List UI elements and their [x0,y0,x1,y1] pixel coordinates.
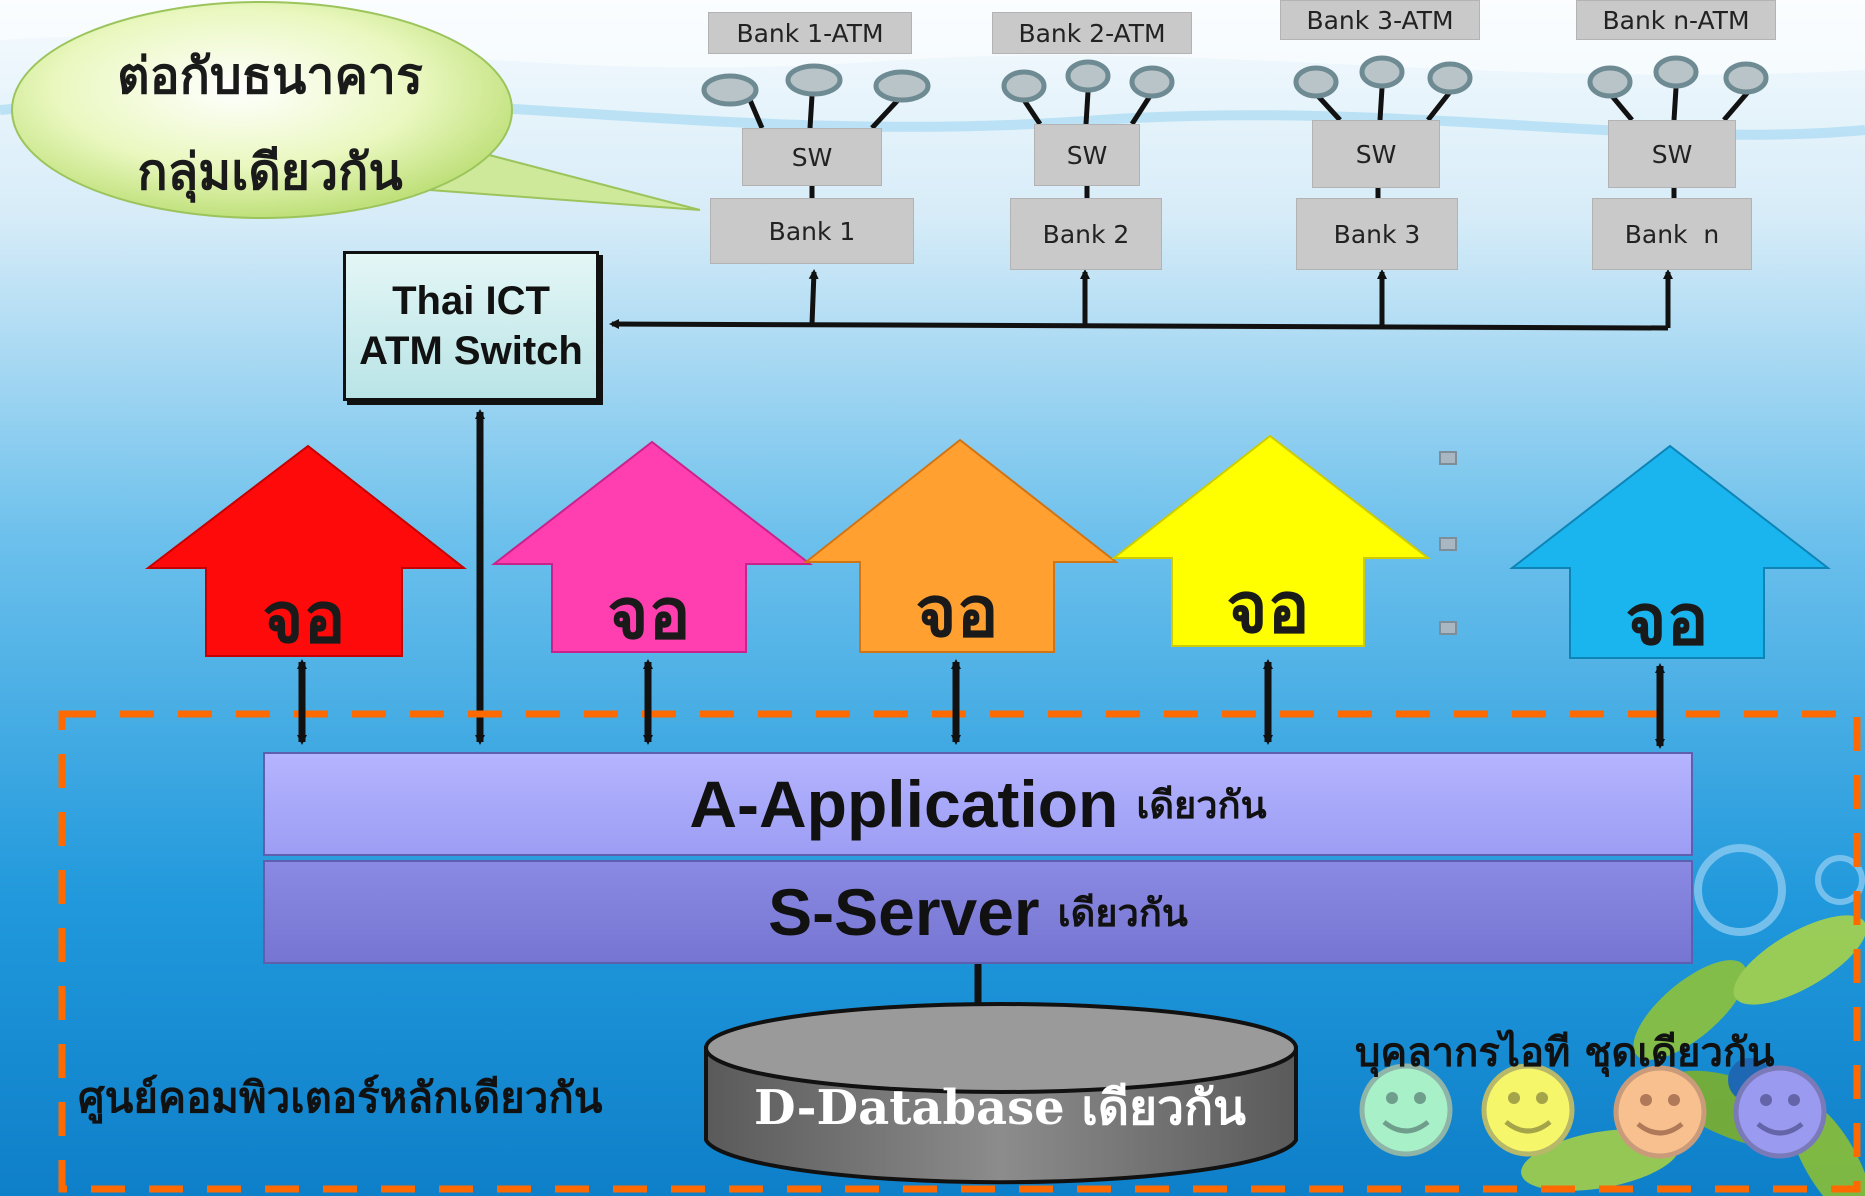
bank-switch-box: SW [1312,120,1440,188]
screen-label: จอ [915,570,999,653]
server-title: S-Server [768,875,1040,949]
staff-smileys [1359,1063,1827,1159]
switch-line-1: Thai ICT [392,279,550,323]
screen-label: จอ [1226,566,1310,649]
callout-bubble [11,1,701,219]
bank-box: Bank 3 [1296,198,1458,270]
callout-line-1: ต่อกับธนาคาร [117,46,423,105]
screen-arrows [145,434,1831,659]
it-staff-label: บุคลากรไอที ชุดเดียวกัน [1355,1029,1775,1076]
bank-switch-box: SW [742,128,882,186]
bank-atm-label: Bank 2-ATM [992,12,1192,54]
bank-switch-box: SW [1608,120,1736,188]
database-cylinder [704,1002,1298,1185]
callout-line-2: กลุ่มเดียวกัน [137,142,403,201]
application-title: A-Application [689,767,1119,841]
smiley-icon [1616,1068,1704,1156]
smiley-icon [1484,1066,1572,1154]
computer-center-label: ศูนย์คอมพิวเตอร์หลักเดียวกัน [78,1073,603,1122]
server-suffix: เดียวกัน [1057,889,1188,935]
bank-box: Bank 1 [710,198,914,264]
screen-label: จอ [1625,578,1709,661]
server-layer: S-Server เดียวกัน [263,860,1693,964]
bank-box: Bank 2 [1010,198,1162,270]
callout-text: ต่อกับธนาคาร กลุ่มเดียวกัน [60,28,480,220]
bank-switch-box: SW [1034,124,1140,186]
database-label: D-Database เดียวกัน [754,1080,1246,1136]
thai-ict-atm-switch: Thai ICT ATM Switch [343,251,599,401]
application-suffix: เดียวกัน [1136,781,1267,827]
screen-label: จอ [607,572,691,655]
switch-line-2: ATM Switch [359,329,583,373]
bank-atm-label: Bank 1-ATM [708,12,912,54]
application-layer: A-Application เดียวกัน [263,752,1693,856]
screen-label: จอ [262,576,346,659]
smiley-icon [1736,1068,1824,1156]
bank-box: Bank n [1592,198,1752,270]
smiley-icon [1362,1066,1450,1154]
bank-atm-label: Bank n-ATM [1576,0,1776,40]
bank-atm-label: Bank 3-ATM [1280,0,1480,40]
